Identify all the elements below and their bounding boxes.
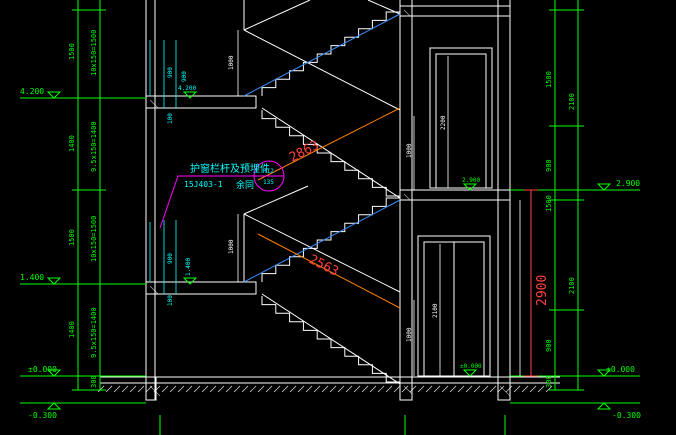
right-dim-3: 900 [545, 159, 553, 172]
level-1400: 1.400 [20, 273, 44, 282]
left-dim-4b: 9.5x150=1400 [90, 307, 98, 358]
right-dim-5: 2100 [568, 277, 576, 294]
left-dim-1: 1500 [68, 43, 76, 60]
left-dim-3b: 10x150=1500 [90, 216, 98, 262]
small-dim-f: 1000 [406, 143, 413, 158]
detail-number-bottom: 135 [263, 179, 274, 186]
small-dim-k: 1000 [228, 239, 235, 254]
height-dimension [524, 189, 538, 377]
stair-steps [261, 11, 400, 383]
structure-lines [100, 0, 560, 401]
stair-flight [261, 296, 400, 383]
stair-flight [261, 197, 400, 282]
small-dim-q: 4.200 [178, 85, 196, 92]
note-leader [159, 160, 285, 229]
right-dim-2: 2100 [568, 93, 576, 110]
level-4200: 4.200 [20, 87, 44, 96]
right-dim-1: 1500 [545, 71, 553, 88]
right-level-2900: 2.900 [616, 179, 640, 188]
right-dimension-ticks [510, 9, 640, 404]
left-dimension-ticks [20, 9, 146, 404]
small-dim-g: 2100 [432, 303, 439, 318]
small-dim-d: 1000 [228, 55, 235, 70]
grid-axis-lines [77, 0, 579, 435]
ground-hatch [97, 385, 553, 393]
stair-flight [261, 11, 400, 96]
level-markers [46, 91, 612, 410]
stair-length-upper: 2863 [287, 138, 322, 166]
level-minus: -0.300 [28, 411, 57, 420]
note-same: 余同 [236, 179, 254, 191]
small-dim-t: ±0.000 [460, 363, 482, 370]
left-dim-2: 1400 [68, 135, 76, 152]
right-dim-6: 900 [545, 339, 553, 352]
right-level-0000: ±0.000 [606, 365, 635, 374]
left-dim-3: 1500 [68, 229, 76, 246]
small-dim-r: 1.400 [185, 258, 192, 276]
small-dim-p: 100 [167, 295, 174, 306]
small-dim-s: 2.900 [462, 177, 480, 184]
inner-dimension-lines [149, 40, 177, 294]
small-dim-a: 100 [167, 113, 174, 124]
right-dim-7: 300 [545, 375, 553, 388]
level-0000: ±0.000 [28, 365, 57, 374]
stair-length-dims [257, 107, 401, 309]
small-dim-b: 900 [167, 67, 174, 78]
right-level-minus: -0.300 [612, 411, 641, 420]
small-dim-i: 1000 [406, 327, 413, 342]
right-dim-4: 1500 [545, 195, 553, 212]
left-dim-5: 300 [90, 375, 98, 388]
note-spec: 15J403-1 [184, 180, 223, 189]
left-dim-2b: 9.5x150=1400 [90, 121, 98, 172]
detail-number-top: H12 [263, 168, 274, 175]
stair-flight [261, 110, 400, 197]
small-dim-m: 900 [181, 71, 188, 82]
stair-length-lower: 2563 [306, 252, 341, 280]
white-dimension-lines [237, 30, 521, 376]
stair-rails [243, 13, 401, 283]
height-2900: 2900 [535, 275, 550, 306]
left-dim-1b: 10x150=1500 [90, 30, 98, 76]
left-dim-4: 1400 [68, 321, 76, 338]
small-dim-c: 900 [167, 253, 174, 264]
note-railing: 护窗栏杆及预埋件 [190, 162, 270, 175]
small-dim-e: 2200 [440, 115, 447, 130]
